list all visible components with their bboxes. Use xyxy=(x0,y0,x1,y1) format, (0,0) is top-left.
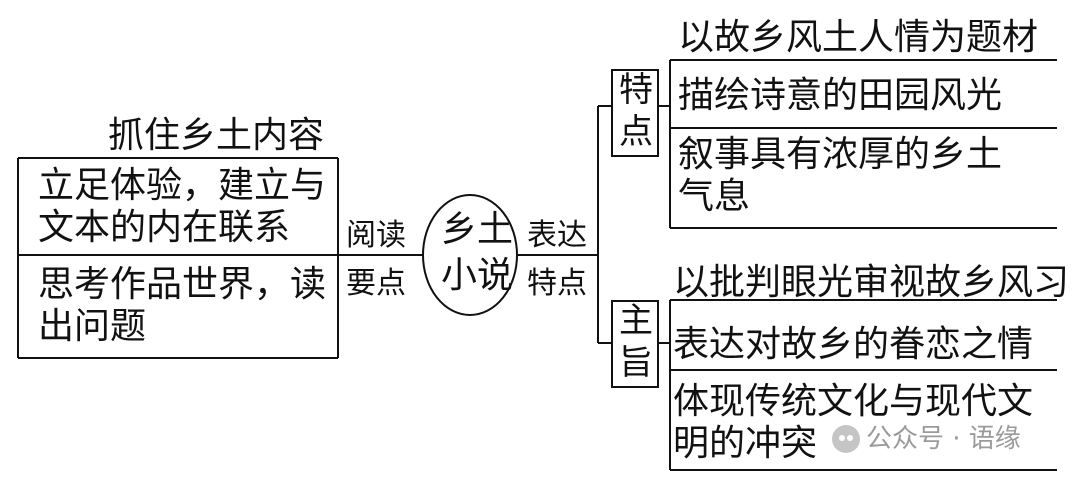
center-line-2: 小说 xyxy=(441,255,514,296)
group-label-themes: 主 旨 xyxy=(619,301,653,383)
watermark-text: 公众号 · 语缘 xyxy=(866,424,1021,454)
left-connector-label: 阅读 要点 xyxy=(346,218,406,301)
feature-item-2: 描绘诗意的田园风光 xyxy=(678,75,1003,116)
theme-item-2: 表达对故乡的眷恋之情 xyxy=(673,324,1034,365)
theme-item-1: 以批判眼光审视故乡风习 xyxy=(673,262,1070,303)
left-header: 抓住乡土内容 xyxy=(108,115,325,156)
left-item-1: 立足体验，建立与 文本的内在联系 xyxy=(38,165,327,248)
group-label-features: 特 点 xyxy=(619,70,653,152)
left-item-2: 思考作品世界，读 出问题 xyxy=(38,264,327,347)
wechat-icon xyxy=(832,425,860,453)
center-line-1: 乡土 xyxy=(441,209,514,250)
watermark: 公众号 · 语缘 xyxy=(832,425,1021,453)
theme-item-3: 体现传统文化与现代文 明的冲突 xyxy=(673,381,1034,464)
right-connector-label: 表达 特点 xyxy=(527,218,587,301)
feature-item-3: 叙事具有浓厚的乡土 气息 xyxy=(678,134,1003,217)
feature-item-1: 以故乡风土人情为题材 xyxy=(678,17,1039,58)
